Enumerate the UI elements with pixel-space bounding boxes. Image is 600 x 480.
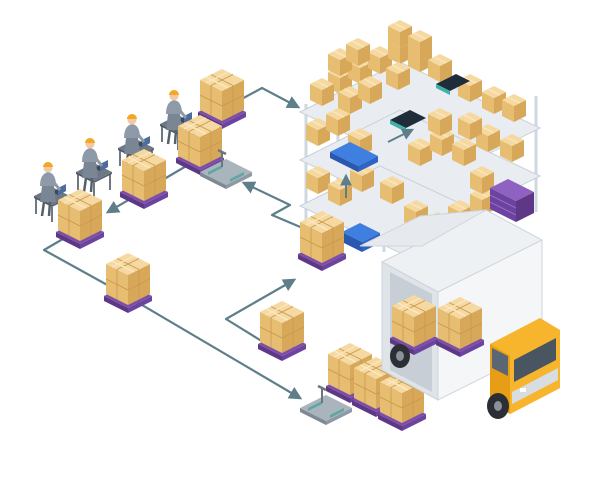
worker-icon — [74, 136, 114, 200]
pallet-station-5 — [103, 252, 153, 314]
delivery-truck — [359, 209, 560, 419]
connector-to-rack — [237, 86, 301, 109]
connector-rack-to-jack — [241, 181, 313, 234]
connector-mid-route — [224, 278, 297, 346]
purple-crates — [489, 179, 534, 222]
blue-containers — [330, 142, 380, 252]
storage-rack — [298, 19, 542, 263]
pallet-station-3 — [119, 148, 169, 210]
pallet-station-6 — [297, 210, 347, 272]
pallet-station-7 — [257, 300, 307, 362]
connector-left-route — [42, 235, 303, 400]
pallet-station-4 — [55, 188, 105, 250]
